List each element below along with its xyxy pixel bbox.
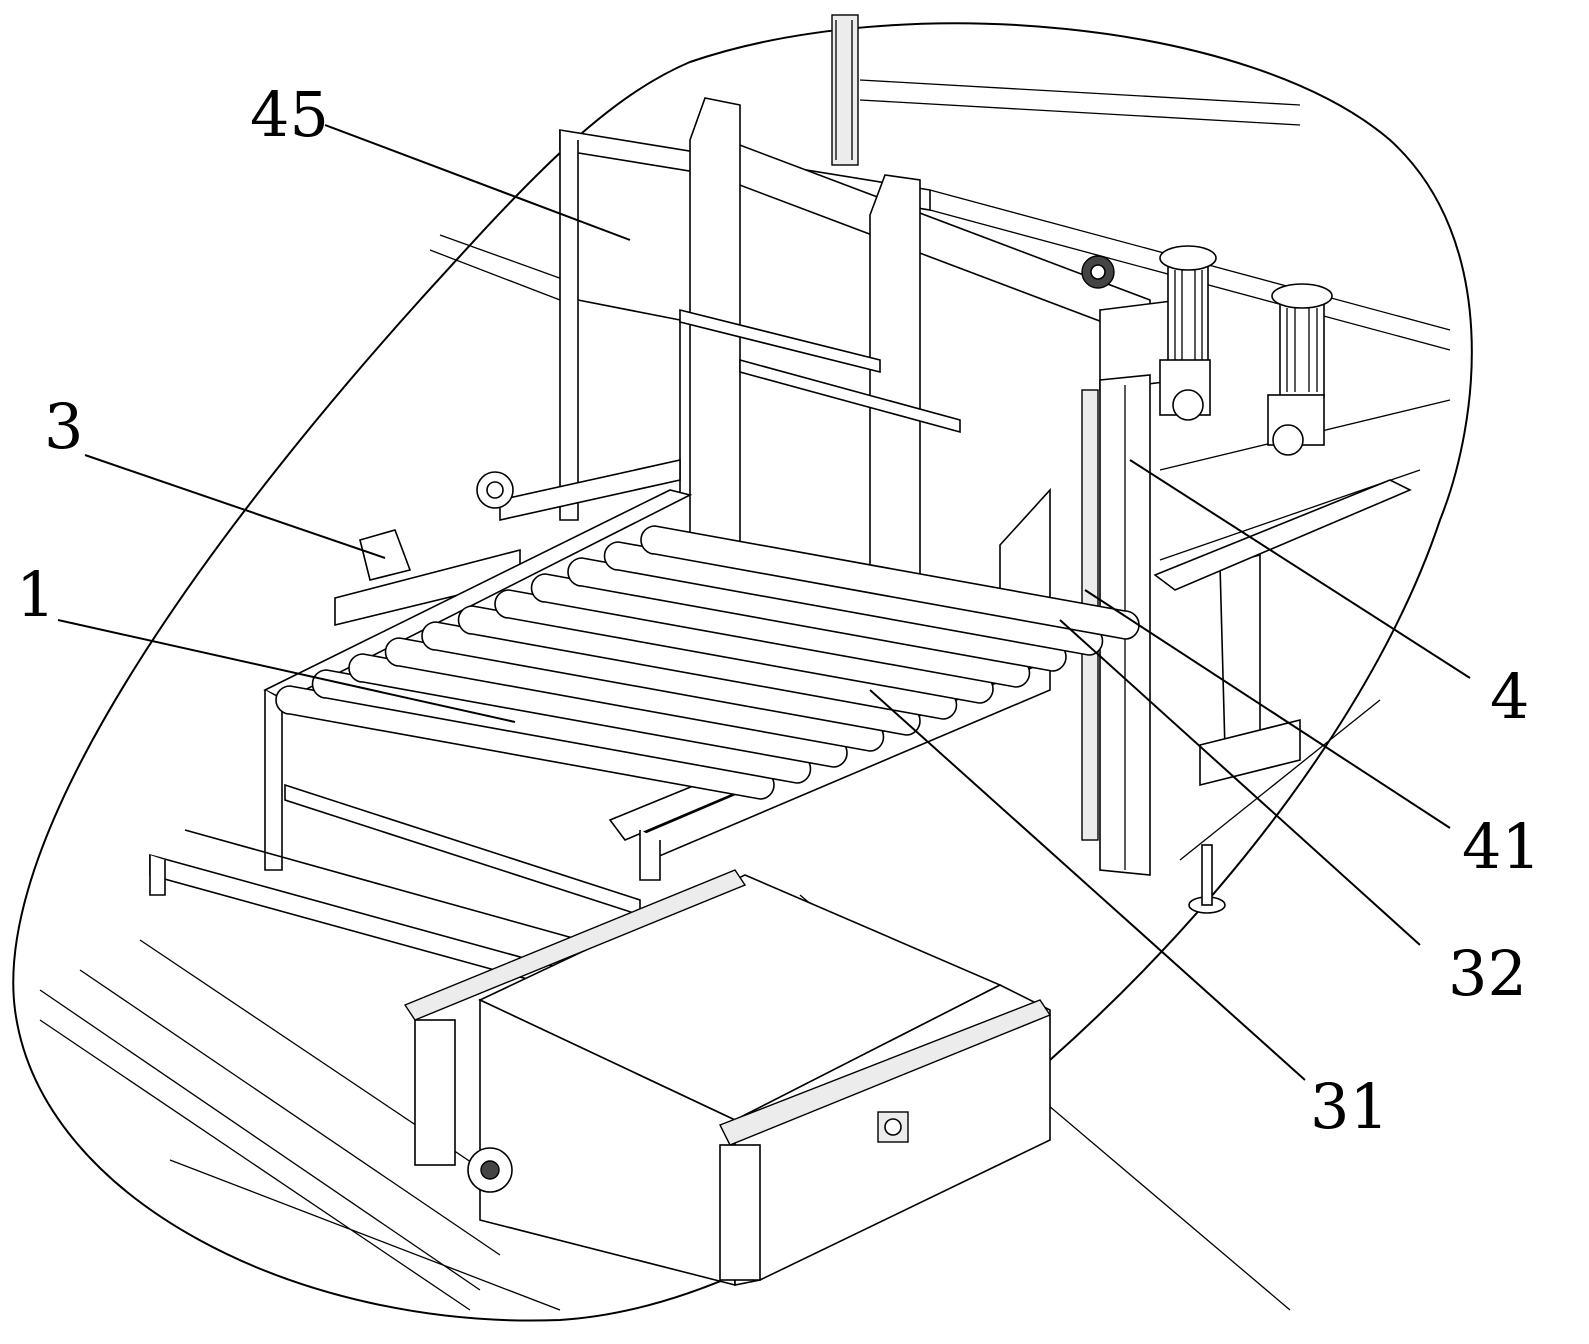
leader-1 [57, 619, 516, 723]
rollers [275, 525, 1140, 800]
vertical-chain [831, 14, 859, 166]
motor-2 [1267, 283, 1333, 456]
leader-41 [1084, 589, 1451, 829]
callout-32: 32 [1448, 937, 1527, 1010]
leader-3 [84, 454, 386, 559]
cross-shafts [499, 308, 961, 521]
leader-4 [1129, 459, 1471, 679]
leader-31 [869, 689, 1306, 1081]
callout-3: 3 [44, 390, 83, 463]
callout-1: 1 [16, 558, 55, 631]
callout-45: 45 [250, 78, 329, 151]
callout-labels: 45 3 1 4 41 32 31 [16, 78, 1541, 1143]
shuttle-cart [467, 874, 1051, 1287]
right-bracket [1153, 479, 1412, 787]
leader-32 [1059, 619, 1421, 946]
callout-4: 4 [1490, 660, 1529, 733]
leader-45 [324, 124, 631, 241]
cart-chain-tracks [403, 869, 1052, 1281]
roller [640, 525, 1140, 640]
motor-1 [1159, 245, 1217, 421]
leader-lines [57, 124, 1471, 1081]
side-support-arm [334, 471, 521, 627]
callout-31: 31 [1310, 1070, 1389, 1143]
callout-41: 41 [1462, 810, 1541, 883]
